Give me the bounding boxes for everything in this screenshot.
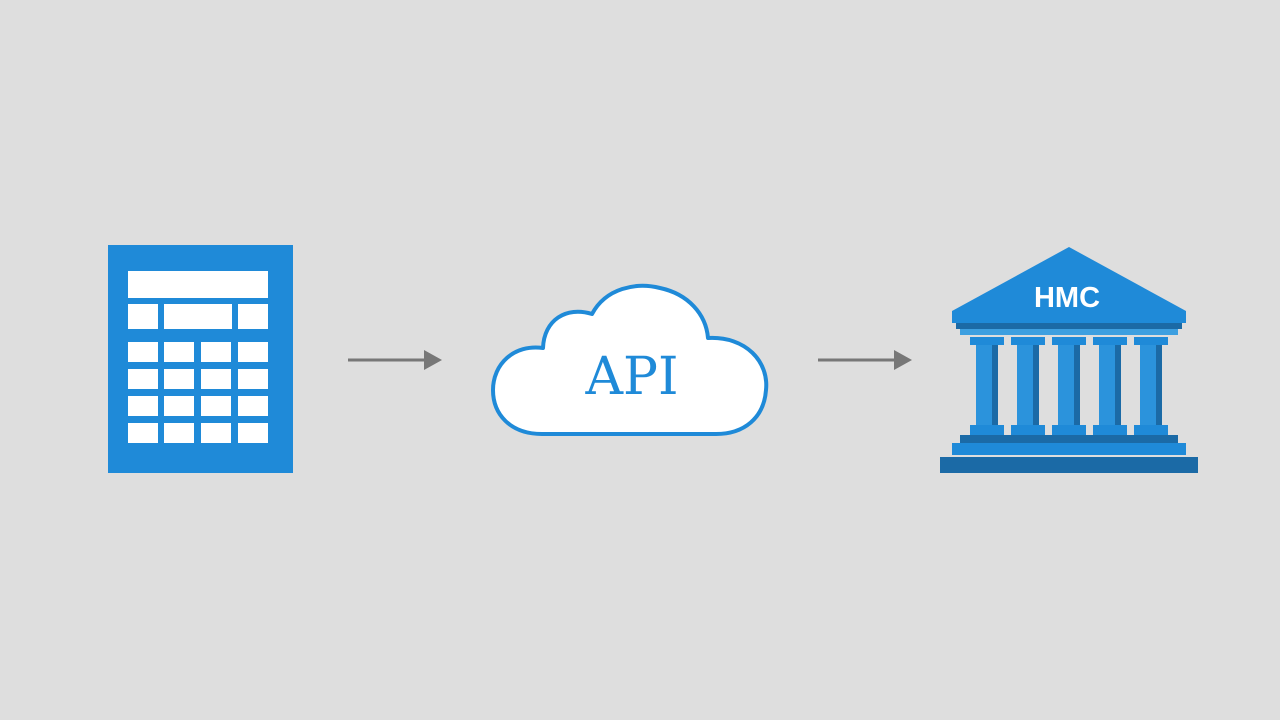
hmc-label: HMC bbox=[1034, 282, 1100, 314]
calculator-icon bbox=[108, 245, 293, 473]
calculator-key bbox=[201, 396, 231, 416]
bank-column bbox=[1011, 337, 1045, 435]
calculator-key bbox=[201, 423, 231, 443]
calculator-key bbox=[238, 342, 268, 362]
api-cloud: API bbox=[488, 278, 774, 442]
calculator-key bbox=[201, 369, 231, 389]
flow-arrow-api-to-hmc bbox=[816, 345, 916, 375]
calculator-key bbox=[164, 423, 194, 443]
calculator-key bbox=[128, 423, 158, 443]
calculator-key bbox=[128, 396, 158, 416]
flow-arrow-calculator-to-api bbox=[346, 345, 446, 375]
bank-column bbox=[1093, 337, 1127, 435]
calculator-key bbox=[128, 369, 158, 389]
api-label: API bbox=[584, 347, 678, 407]
calculator-key bbox=[164, 396, 194, 416]
bank-column bbox=[970, 337, 1004, 435]
bank-column bbox=[1052, 337, 1086, 435]
calculator-key bbox=[201, 342, 231, 362]
bank-column bbox=[1134, 337, 1168, 435]
calculator-key bbox=[238, 369, 268, 389]
cloud-icon: API bbox=[491, 283, 769, 436]
calculator-key bbox=[238, 423, 268, 443]
calculator-key bbox=[164, 369, 194, 389]
hmc-building: HMC bbox=[938, 245, 1200, 477]
calculator-key bbox=[238, 396, 268, 416]
calculator-key bbox=[164, 342, 194, 362]
calculator-key bbox=[128, 342, 158, 362]
bank-building-icon: HMC bbox=[940, 247, 1198, 473]
